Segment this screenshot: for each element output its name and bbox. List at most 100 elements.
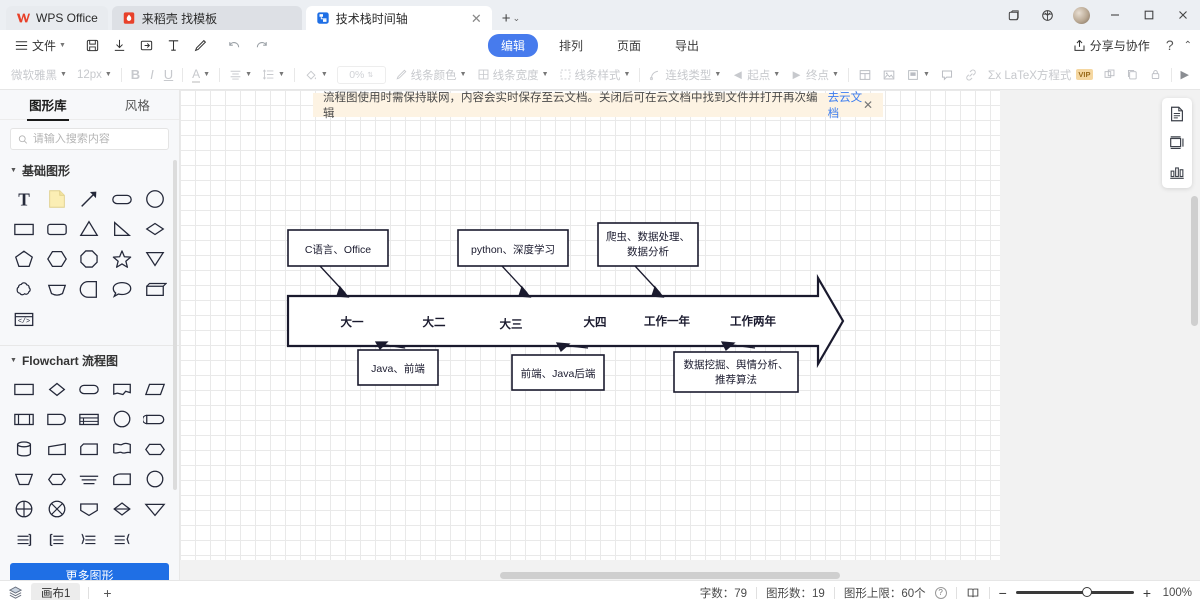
line-spacing-button[interactable]: ▼ [257, 66, 290, 83]
comment-button[interactable] [935, 66, 959, 84]
undo-button[interactable] [221, 35, 248, 56]
shape-text-T[interactable]: T [8, 185, 41, 213]
scrollbar-thumb[interactable] [173, 160, 177, 490]
fill-color-button[interactable]: ▼ [299, 66, 333, 84]
shape-extract[interactable] [138, 495, 171, 523]
tab-export[interactable]: 导出 [675, 38, 700, 53]
tab-flowchart-document[interactable]: 技术栈时间轴 ✕ [305, 6, 492, 30]
shape-arrow-line[interactable] [73, 185, 106, 213]
shape-process[interactable] [8, 375, 41, 403]
shape-right-triangle[interactable] [106, 215, 139, 243]
shape-cloud[interactable] [8, 275, 41, 303]
shape-manual-input[interactable] [41, 435, 74, 463]
sheet-tab[interactable]: 画布1 [31, 582, 81, 600]
insert-table-button[interactable] [853, 66, 877, 84]
timeline-diagram[interactable]: C语言、Office python、深度学习 爬虫、数据处理、 数据分析 Jav… [180, 90, 1000, 560]
shape-circle[interactable] [138, 185, 171, 213]
shape-octagon[interactable] [73, 245, 106, 273]
tab-edit[interactable]: 编辑 [487, 33, 538, 57]
shape-document[interactable] [106, 375, 139, 403]
shape-terminator[interactable] [73, 375, 106, 403]
import-button[interactable] [133, 35, 160, 56]
shape-rounded-rect[interactable] [106, 185, 139, 213]
opacity-input[interactable]: 0% ⇅ [336, 65, 386, 84]
globe-icon[interactable] [1030, 0, 1064, 30]
canvas-vertical-scrollbar[interactable] [1191, 196, 1198, 326]
latex-equation-button[interactable]: Σx LaTeX方程式 VIP [983, 65, 1098, 85]
shape-rounded-rectangle[interactable] [41, 215, 74, 243]
shape-drop[interactable] [73, 275, 106, 303]
shape-table-flow[interactable] [73, 405, 106, 433]
shape-note-page[interactable] [41, 185, 74, 213]
shape-diamond[interactable] [138, 215, 171, 243]
tab-docer-templates[interactable]: 来稻壳 找模板 [111, 6, 302, 30]
bottom-box-3[interactable] [673, 351, 799, 393]
shape-card[interactable] [73, 435, 106, 463]
shape-summing-junction[interactable] [8, 495, 41, 523]
close-button[interactable] [1166, 0, 1200, 30]
help-button[interactable]: ? [1165, 37, 1174, 53]
share-button[interactable]: 分享与协作 [1066, 34, 1156, 57]
save-button[interactable] [79, 35, 106, 56]
zoom-in-button[interactable]: + [1142, 584, 1151, 600]
shape-star[interactable] [106, 245, 139, 273]
more-shapes-button[interactable]: 更多图形 [10, 563, 169, 580]
shape-cube-rect[interactable] [138, 275, 171, 303]
shape-hexagon-flow[interactable] [41, 465, 74, 493]
shape-predefined-process[interactable] [8, 405, 41, 433]
download-button[interactable] [106, 35, 133, 56]
chart-icon[interactable] [1168, 163, 1186, 181]
shape-decision[interactable] [41, 375, 74, 403]
shape-triangle[interactable] [73, 215, 106, 243]
insert-media-button[interactable]: ▼ [901, 66, 935, 84]
group-button[interactable] [1098, 66, 1121, 83]
search-input[interactable] [32, 133, 161, 145]
shape-delay[interactable] [138, 405, 171, 433]
line-style-button[interactable]: 线条样式 ▼ [554, 65, 636, 85]
add-sheet-button[interactable]: + [103, 584, 112, 600]
shape-bracket-left[interactable] [41, 525, 74, 553]
shape-database[interactable] [8, 435, 41, 463]
redo-button[interactable] [248, 35, 275, 56]
shape-brace-right[interactable] [73, 525, 106, 553]
bold-button[interactable]: B [126, 65, 145, 84]
insert-link-button[interactable] [959, 66, 983, 84]
section-header-basic[interactable]: ▼ 基础图形 [0, 156, 179, 183]
connector-type-button[interactable]: 连线类型 ▼ [644, 65, 726, 85]
file-menu-button[interactable]: 文件 ▼ [8, 34, 72, 57]
book-icon[interactable] [966, 586, 980, 600]
shape-code-block[interactable]: </> [8, 305, 41, 333]
italic-button[interactable]: I [145, 65, 159, 84]
maximize-button[interactable] [1132, 0, 1166, 30]
shape-scroll-region[interactable]: ▼ 基础图形 T [0, 156, 179, 580]
close-icon[interactable]: ✕ [470, 10, 482, 26]
shape-hexagon[interactable] [41, 245, 74, 273]
collapse-ribbon-button[interactable]: ⌃ [1183, 39, 1192, 51]
shape-display[interactable] [106, 465, 139, 493]
shape-or-gate[interactable] [41, 495, 74, 523]
line-color-button[interactable]: 线条颜色 ▼ [390, 65, 472, 85]
bottom-box-2[interactable] [511, 354, 605, 391]
shape-bracket-right[interactable] [8, 525, 41, 553]
top-box-1[interactable] [287, 229, 389, 267]
go-to-cloud-doc-link[interactable]: 去云文档 [827, 92, 863, 120]
timeline-arrow[interactable] [286, 273, 845, 369]
close-icon[interactable]: ✕ [862, 98, 873, 112]
font-size-select[interactable]: 12px ▼ [72, 67, 117, 83]
shape-connector-circle[interactable] [106, 405, 139, 433]
avatar[interactable] [1064, 0, 1098, 30]
shape-preparation[interactable] [138, 435, 171, 463]
bottom-box-1[interactable] [357, 349, 439, 386]
layers-icon[interactable] [8, 585, 23, 600]
insert-image-button[interactable] [877, 66, 901, 84]
top-box-2[interactable] [457, 229, 569, 267]
shape-parallelogram[interactable] [138, 375, 171, 403]
shape-trapezoid-curved[interactable] [41, 275, 74, 303]
tab-page[interactable]: 页面 [617, 38, 642, 53]
tab-style[interactable]: 风格 [124, 98, 150, 113]
start-point-button[interactable]: ◄ 起点 ▼ [726, 65, 785, 85]
canvas-horizontal-scrollbar[interactable] [500, 572, 840, 579]
shape-shield[interactable] [73, 495, 106, 523]
copy-style-button[interactable] [1121, 66, 1144, 83]
tab-shape-library[interactable]: 图形库 [27, 89, 69, 121]
